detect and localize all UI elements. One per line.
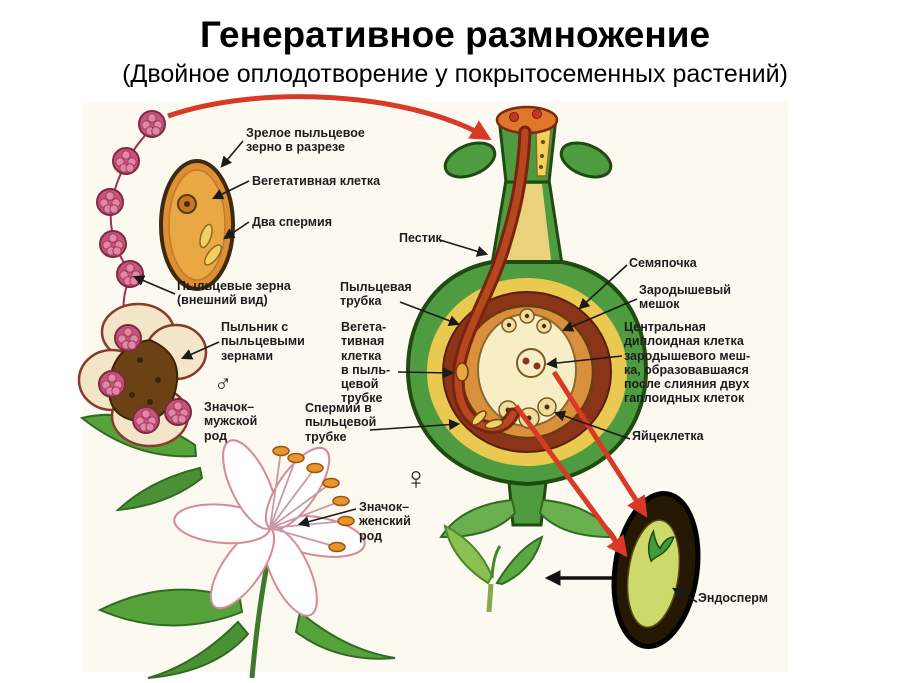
female-symbol: ♀ — [404, 460, 428, 496]
pistil-illustration — [405, 105, 649, 539]
central-cell-shape — [516, 348, 546, 378]
pistil-stalk — [507, 480, 548, 527]
label-vegetative-cell: Вегетативная клетка — [252, 174, 381, 188]
label-female-sign: Значок– женский род — [359, 500, 411, 543]
flower-illustration — [173, 439, 366, 617]
stigma-arm — [559, 141, 613, 179]
label-egg-cell: Яйцеклетка — [632, 429, 704, 443]
embryo-sac-cells — [498, 308, 557, 429]
label-pollen-tube: Пыльцевая трубка — [340, 280, 412, 309]
pollen-tube-shape — [451, 125, 532, 434]
label-pointer-lines — [132, 140, 698, 603]
label-male-sign: Значок– мужской род — [204, 400, 258, 443]
label-pollen-grains-external: Пыльцевые зерна (внешний вид) — [177, 279, 291, 308]
fertilization-arrows — [513, 370, 648, 558]
label-central-cell: Центральная диплоидная клетка зародышево… — [624, 320, 751, 406]
label-pistil: Пестик — [399, 231, 442, 245]
sperm-in-tube — [484, 418, 504, 430]
stamen-anthers — [272, 445, 355, 553]
sperm-in-tube — [471, 410, 487, 426]
male-symbol: ♂ — [214, 370, 232, 397]
sperm-cell — [203, 244, 223, 266]
label-ovule: Семяпочка — [629, 256, 697, 270]
label-anther: Пыльник с пыльцевыми зернами — [221, 320, 305, 363]
anther-illustration — [77, 302, 208, 448]
label-mature-pollen-grain: Зрелое пыльцевое зерно в разрезе — [246, 126, 365, 155]
vegetative-cell-in-tube — [455, 362, 469, 382]
pollination-arrow — [167, 94, 492, 141]
seedling-illustration — [443, 524, 544, 613]
sperm-cell — [199, 223, 213, 249]
label-sperm-in-tube: Спермии в пыльцевой трубке — [305, 401, 377, 444]
label-vegetative-cell-in-tube: Вегета- тивная клетка в пыль- цевой труб… — [341, 320, 391, 406]
label-endosperm: Эндосперм — [698, 591, 769, 605]
seed-illustration — [611, 491, 701, 649]
label-embryo-sac: Зародышевый мешок — [639, 283, 731, 312]
label-two-sperm: Два спермия — [252, 215, 332, 229]
stigma-arm — [443, 141, 497, 179]
page-subtitle: (Двойное оплодотворение у покрытосеменны… — [122, 60, 788, 88]
pollen-grain-section — [159, 159, 235, 291]
page-title: Генеративное размножение — [199, 14, 711, 55]
sepal — [439, 498, 517, 539]
embryo-shape — [647, 529, 675, 563]
